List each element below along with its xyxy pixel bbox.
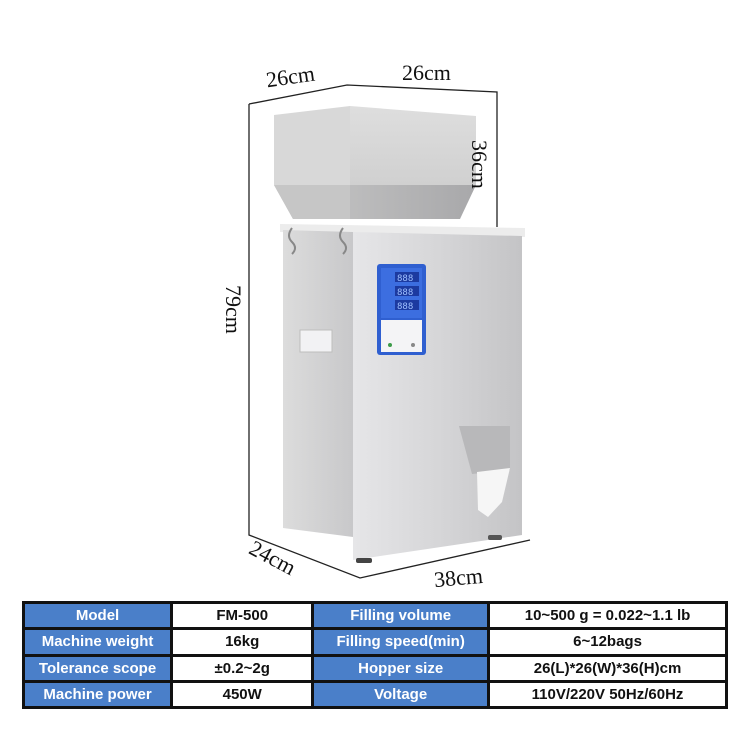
spec-value: 110V/220V 50Hz/60Hz [490, 682, 725, 706]
spec-value: 10~500 g = 0.022~1.1 lb [490, 604, 725, 628]
hopper [274, 106, 476, 219]
spec-value: 26(L)*26(W)*36(H)cm [490, 656, 725, 680]
svg-text:888: 888 [397, 288, 413, 298]
spec-row: Machine power 450W Voltage 110V/220V 50H… [25, 682, 725, 706]
spec-row: Machine weight 16kg Filling speed(min) 6… [25, 630, 725, 654]
filling-machine-drawing: 888 888 888 [248, 84, 531, 579]
svg-text:888: 888 [397, 302, 413, 312]
spec-value: FM-500 [173, 604, 312, 628]
dim-base-width: 38cm [432, 562, 484, 593]
spec-key: Machine power [25, 682, 171, 706]
dim-total-height: 79cm [221, 285, 246, 334]
dim-hopper-height: 36cm [467, 140, 492, 189]
spec-key: Filling speed(min) [314, 630, 488, 654]
spec-key: Model [25, 604, 171, 628]
spec-value: 6~12bags [490, 630, 725, 654]
dimension-lines [248, 84, 531, 579]
spec-key: Filling volume [314, 604, 488, 628]
spec-key: Voltage [314, 682, 488, 706]
spec-value: ±0.2~2g [173, 656, 312, 680]
dim-hopper-width: 26cm [402, 60, 451, 85]
control-panel: 888 888 888 [377, 264, 426, 355]
spec-row: Model FM-500 Filling volume 10~500 g = 0… [25, 604, 725, 628]
spec-row: Tolerance scope ±0.2~2g Hopper size 26(L… [25, 656, 725, 680]
spec-value: 16kg [173, 630, 312, 654]
product-illustration: 888 888 888 26cm 26cm 36cm 79cm 24cm 38c… [221, 60, 531, 593]
spec-key: Machine weight [25, 630, 171, 654]
spec-key: Tolerance scope [25, 656, 171, 680]
spec-value: 450W [173, 682, 312, 706]
spec-table: Model FM-500 Filling volume 10~500 g = 0… [22, 601, 728, 709]
spec-key: Hopper size [314, 656, 488, 680]
discharge-chute [459, 426, 510, 517]
svg-text:888: 888 [397, 274, 413, 284]
